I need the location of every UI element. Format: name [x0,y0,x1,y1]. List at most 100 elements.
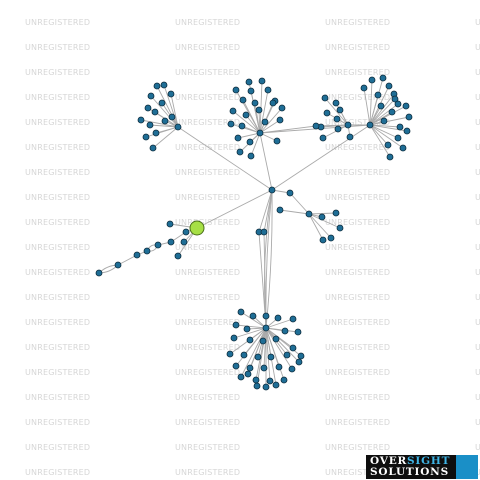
entity-node[interactable] [323,109,331,117]
entity-node[interactable] [114,261,122,269]
entity-node[interactable] [249,312,257,320]
entity-node[interactable] [267,353,275,361]
entity-node[interactable] [274,314,282,322]
entity-node[interactable] [143,247,151,255]
entity-node[interactable] [137,116,145,124]
entity-node[interactable] [368,76,376,84]
entity-node[interactable] [244,370,252,378]
entity-node[interactable] [360,84,368,92]
entity-node[interactable] [167,238,175,246]
entity-node[interactable] [297,352,305,360]
entity-node[interactable] [259,337,267,345]
entity-node[interactable] [262,383,270,391]
entity-node[interactable] [402,102,410,110]
entity-node[interactable] [346,133,354,141]
entity-node[interactable] [251,99,259,107]
entity-node[interactable] [379,74,387,82]
entity-node[interactable] [229,107,237,115]
entity-node[interactable] [327,234,335,242]
entity-node[interactable] [286,189,294,197]
entity-node[interactable] [166,220,174,228]
entity-node[interactable] [262,312,270,320]
entity-node[interactable] [237,373,245,381]
entity-node[interactable] [226,350,234,358]
entity-node[interactable] [319,134,327,142]
entity-node[interactable] [144,104,152,112]
entity-node[interactable] [280,376,288,384]
entity-node[interactable] [332,99,340,107]
entity-node[interactable] [232,86,240,94]
entity-node[interactable] [294,328,302,336]
focus-entity-node[interactable] [189,220,205,236]
entity-node[interactable] [332,209,340,217]
entity-node[interactable] [276,116,284,124]
entity-node[interactable] [234,134,242,142]
entity-node[interactable] [253,382,261,390]
entity-node[interactable] [289,315,297,323]
entity-node[interactable] [399,144,407,152]
entity-node[interactable] [182,228,190,236]
entity-node[interactable] [273,137,281,145]
entity-node[interactable] [289,344,297,352]
entity-node[interactable] [180,238,188,246]
entity-node[interactable] [174,252,182,260]
entity-node[interactable] [333,115,341,123]
entity-node[interactable] [142,133,150,141]
entity-node[interactable] [160,81,168,89]
entity-node[interactable] [334,125,342,133]
entity-node[interactable] [238,122,246,130]
entity-node[interactable] [380,117,388,125]
entity-node[interactable] [344,121,352,129]
entity-node[interactable] [336,106,344,114]
entity-node[interactable] [146,121,154,129]
entity-node[interactable] [255,106,263,114]
entity-node[interactable] [319,236,327,244]
entity-node[interactable] [154,241,162,249]
entity-node[interactable] [256,129,264,137]
entity-node[interactable] [264,86,272,94]
entity-node[interactable] [254,353,262,361]
entity-node[interactable] [252,376,260,384]
entity-node[interactable] [268,186,276,194]
entity-node[interactable] [133,251,141,259]
entity-node[interactable] [318,213,326,221]
entity-node[interactable] [295,358,303,366]
entity-node[interactable] [276,206,284,214]
entity-node[interactable] [258,77,266,85]
entity-node[interactable] [242,111,250,119]
entity-node[interactable] [396,123,404,131]
entity-node[interactable] [237,308,245,316]
entity-node[interactable] [260,228,268,236]
entity-node[interactable] [262,324,270,332]
entity-node[interactable] [153,82,161,90]
entity-node[interactable] [239,96,247,104]
entity-node[interactable] [385,82,393,90]
entity-node[interactable] [149,144,157,152]
entity-node[interactable] [168,113,176,121]
entity-node[interactable] [243,325,251,333]
entity-node[interactable] [405,113,413,121]
entity-node[interactable] [174,123,182,131]
entity-node[interactable] [391,95,399,103]
entity-node[interactable] [227,120,235,128]
entity-node[interactable] [394,100,402,108]
entity-node[interactable] [240,351,248,359]
entity-node[interactable] [312,122,320,130]
entity-node[interactable] [278,104,286,112]
entity-node[interactable] [247,87,255,95]
entity-node[interactable] [269,99,277,107]
entity-node[interactable] [152,129,160,137]
entity-node[interactable] [246,364,254,372]
entity-node[interactable] [386,153,394,161]
entity-node[interactable] [151,108,159,116]
entity-node[interactable] [384,141,392,149]
entity-node[interactable] [247,152,255,160]
entity-node[interactable] [260,364,268,372]
entity-node[interactable] [266,377,274,385]
entity-node[interactable] [377,102,385,110]
entity-node[interactable] [236,148,244,156]
entity-node[interactable] [272,335,280,343]
entity-node[interactable] [95,269,103,277]
entity-node[interactable] [281,327,289,335]
entity-node[interactable] [232,362,240,370]
